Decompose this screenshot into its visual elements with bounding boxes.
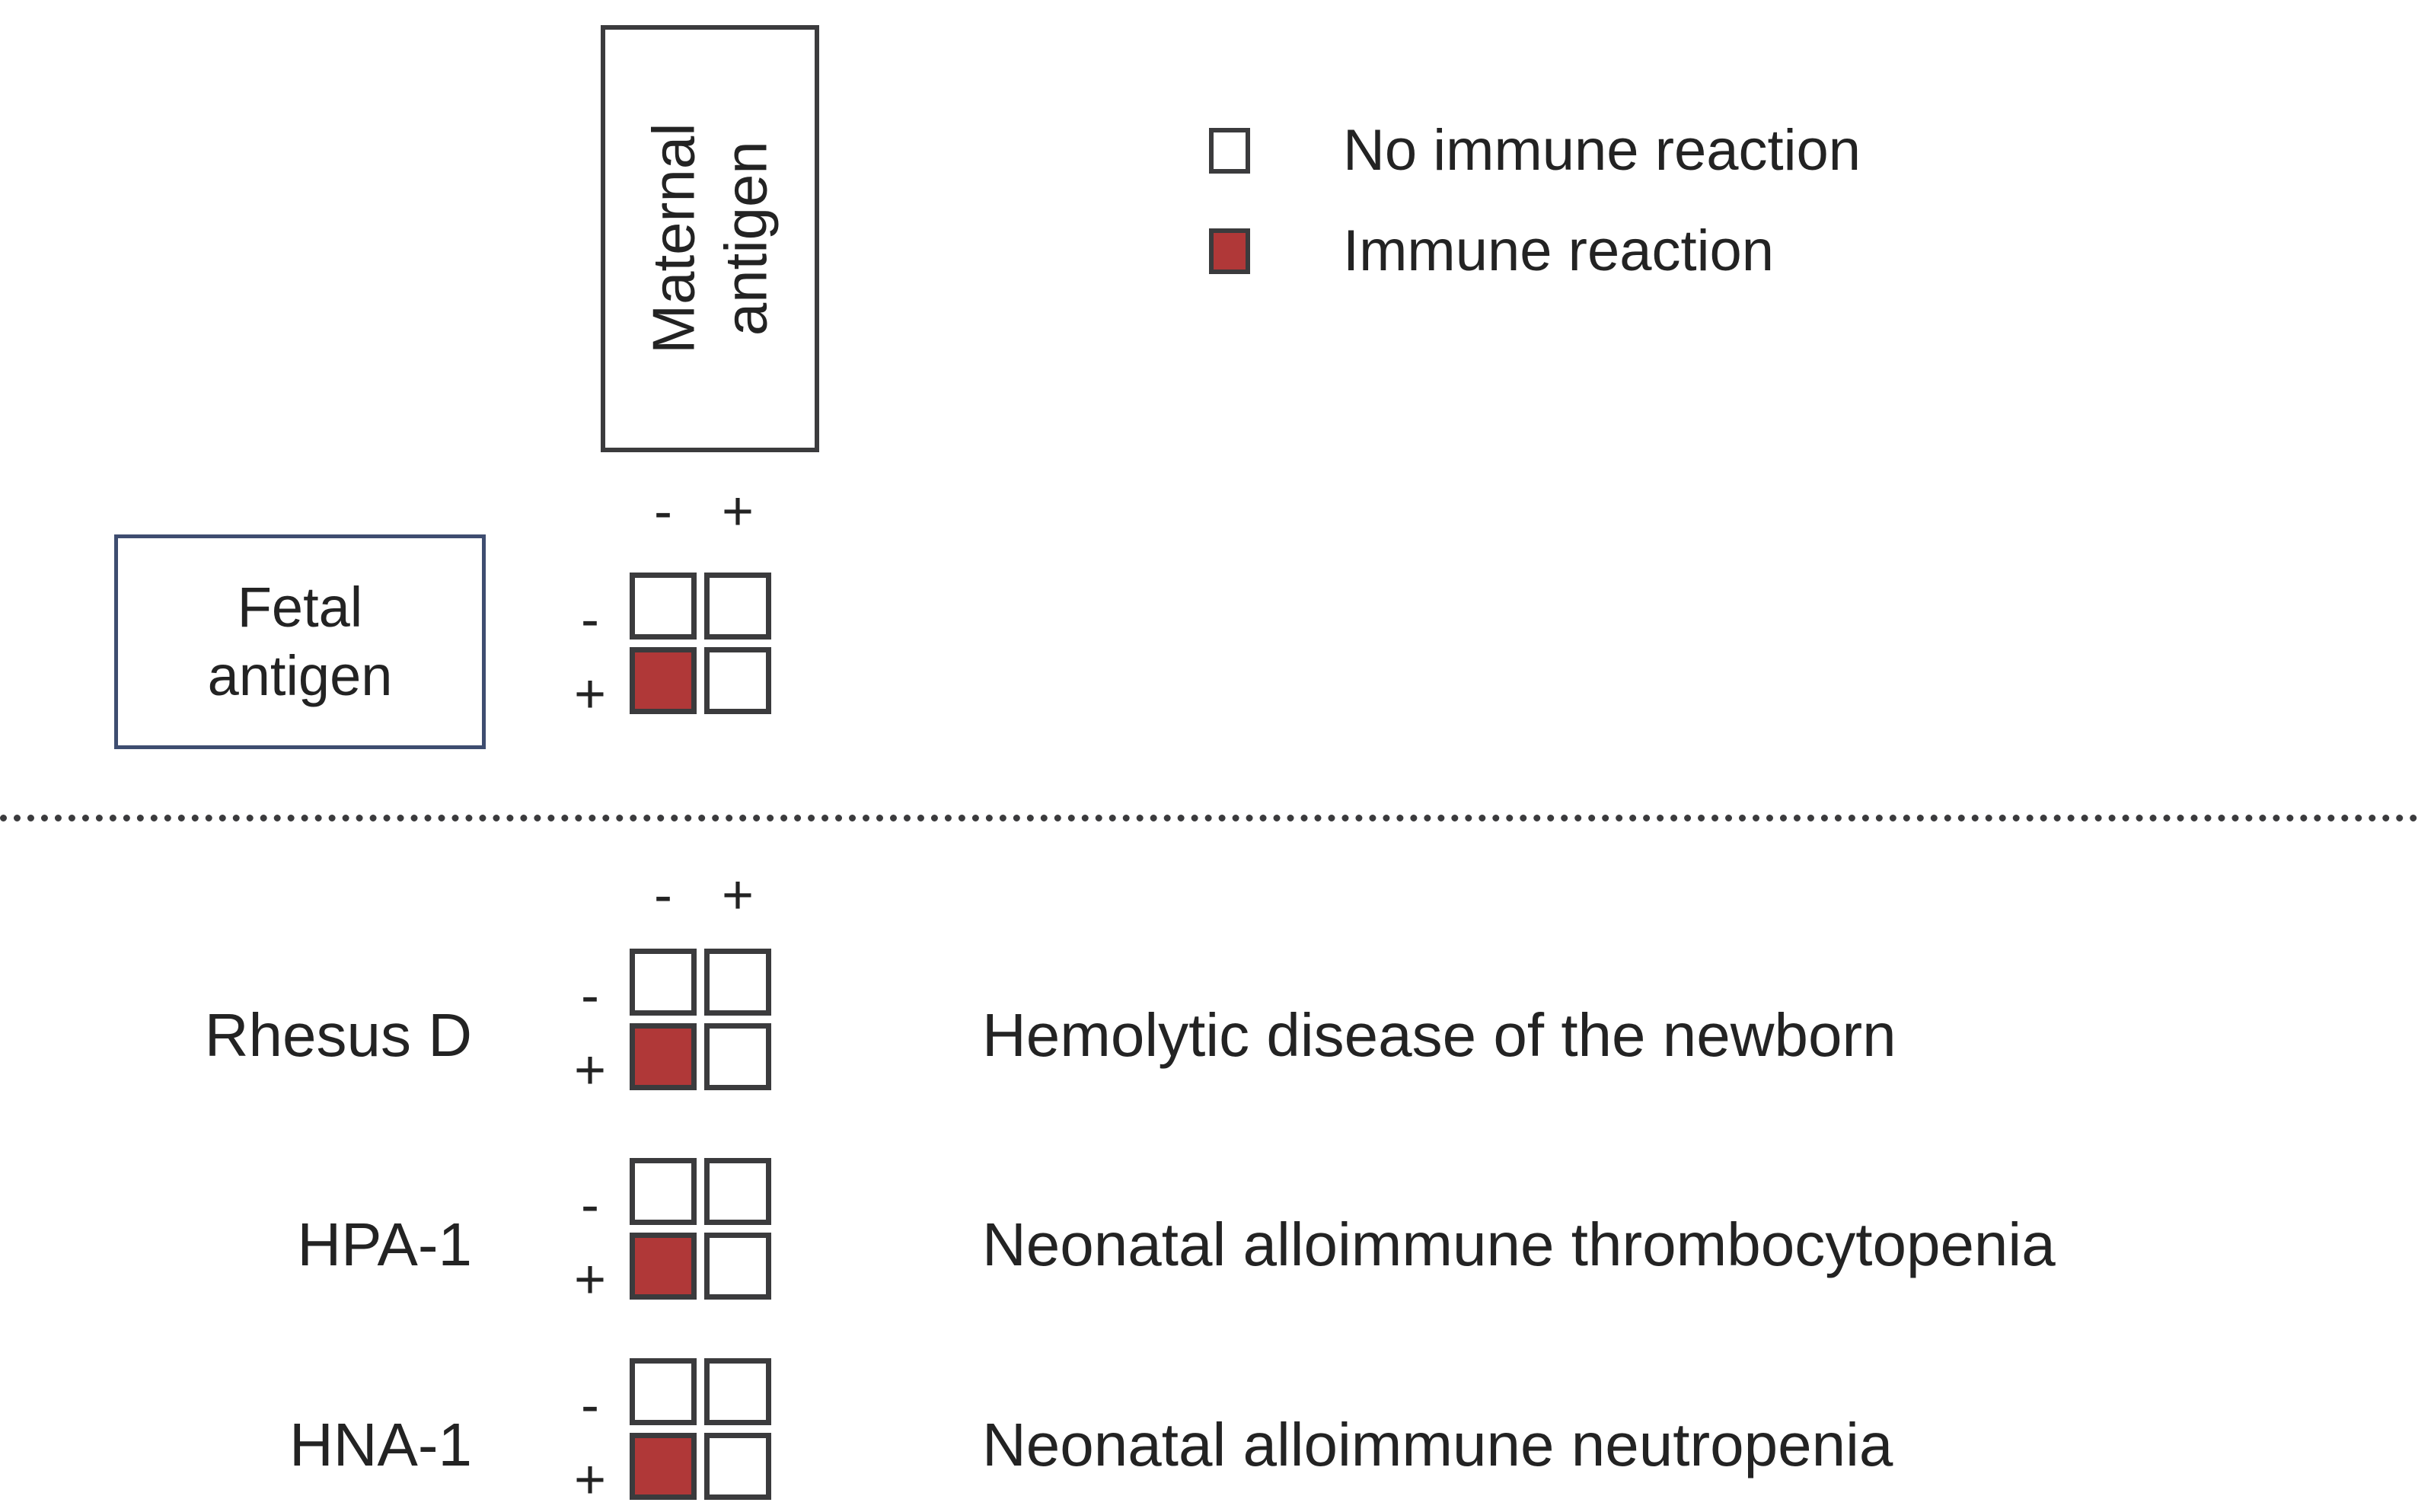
row-label-hna-1: HNA-1 — [289, 1411, 472, 1479]
immune-reaction-swatch-icon — [1209, 228, 1250, 274]
row-label-rhesus-d: Rhesus D — [204, 1001, 472, 1069]
row-label-hpa-1: HPA-1 — [297, 1211, 472, 1278]
rhesus-d-cell-fetal-neg-maternal-pos — [704, 949, 771, 1016]
rhesus-d-row-header-negative: - — [581, 965, 599, 1026]
rhesus-d-row-header-positive: + — [573, 1040, 607, 1101]
hpa-1-cell-fetal-neg-maternal-pos — [704, 1158, 771, 1225]
hna-1-cell-fetal-neg-maternal-pos — [704, 1358, 771, 1425]
fetal-antigen-line-1: Fetal — [237, 575, 363, 639]
hpa-1-cell-fetal-pos-maternal-neg — [630, 1233, 697, 1300]
hpa-1-cell-fetal-pos-maternal-pos — [704, 1233, 771, 1300]
legend-item-no-immune-reaction: No immune reaction — [1209, 114, 1861, 187]
maternal-antigen-header-box: Maternal antigen — [601, 25, 819, 452]
hna-1-cell-fetal-neg-maternal-neg — [630, 1358, 697, 1425]
hna-1-cell-fetal-pos-maternal-pos — [704, 1433, 771, 1500]
top-matrix-cell-fetal-neg-maternal-neg — [630, 573, 697, 640]
rhesus-d-cell-fetal-pos-maternal-pos — [704, 1023, 771, 1090]
section-divider — [0, 815, 2418, 821]
legend-label-no-immune-reaction: No immune reaction — [1343, 118, 1861, 183]
hpa-1-cell-fetal-neg-maternal-neg — [630, 1158, 697, 1225]
legend-label-immune-reaction: Immune reaction — [1343, 219, 1775, 283]
hna-1-row-header-negative: - — [581, 1375, 599, 1436]
top-matrix-cell-fetal-pos-maternal-neg — [630, 647, 697, 714]
fetal-antigen-line-2: antigen — [207, 644, 393, 707]
hna-1-row-header-positive: + — [573, 1450, 607, 1510]
rhesus-d-cell-fetal-pos-maternal-neg — [630, 1023, 697, 1090]
top-matrix-row-header-negative: - — [581, 589, 599, 650]
disease-label-hna-1: Neonatal alloimmune neutropenia — [982, 1411, 1893, 1479]
lower-matrix-col-header-negative: - — [654, 865, 672, 926]
hpa-1-row-header-positive: + — [573, 1249, 607, 1310]
hpa-1-row-header-negative: - — [581, 1175, 599, 1236]
legend-item-immune-reaction: Immune reaction — [1209, 215, 1861, 288]
fetal-antigen-header-box: Fetal antigen — [114, 534, 486, 749]
lower-matrix-col-header-positive: + — [721, 865, 754, 926]
legend: No immune reaction Immune reaction — [1209, 114, 1861, 315]
top-matrix-row-header-positive: + — [573, 664, 607, 725]
top-matrix-col-header-positive: + — [721, 481, 754, 542]
top-matrix-col-header-negative: - — [654, 481, 672, 542]
disease-label-rhesus-d: Hemolytic disease of the newborn — [982, 1001, 1896, 1069]
no-reaction-swatch-icon — [1209, 128, 1250, 174]
top-matrix: - + - + — [573, 481, 771, 725]
top-matrix-cell-fetal-neg-maternal-pos — [704, 573, 771, 640]
hna-1-cell-fetal-pos-maternal-neg — [630, 1433, 697, 1500]
top-matrix-cell-fetal-pos-maternal-pos — [704, 647, 771, 714]
rhesus-d-cell-fetal-neg-maternal-neg — [630, 949, 697, 1016]
disease-label-hpa-1: Neonatal alloimmune thrombocytopenia — [982, 1211, 2056, 1278]
